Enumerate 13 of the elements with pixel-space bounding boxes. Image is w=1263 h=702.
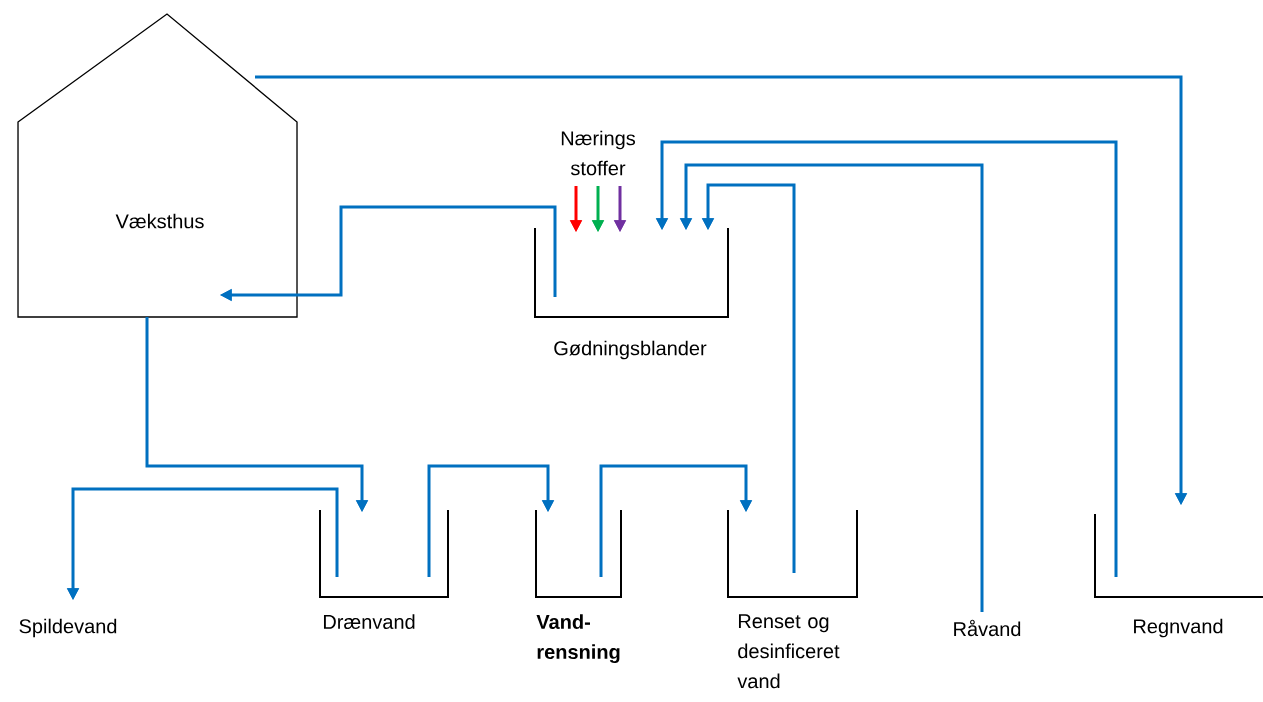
outlet-label: Spildevand [19, 618, 117, 638]
pipe-arrow [145, 317, 369, 512]
nutrient-label: Nærings stoffer [561, 130, 636, 176]
rain-tank: Regnvand [1094, 513, 1263, 638]
pipe-arrow [427, 464, 555, 577]
pipe-arrow [255, 75, 1188, 505]
drain-tank: Drænvand [319, 509, 449, 629]
greenhouse-drawing: Væksthus [17, 13, 298, 318]
pipe-arrow [599, 464, 753, 577]
purification-tank: Vand- rensning [535, 509, 622, 664]
clean-water-tank: Renset og desinficeret vand [727, 509, 858, 689]
source-label: Råvand [954, 619, 1021, 637]
mixer-tank: Gødningsblander [534, 227, 729, 360]
